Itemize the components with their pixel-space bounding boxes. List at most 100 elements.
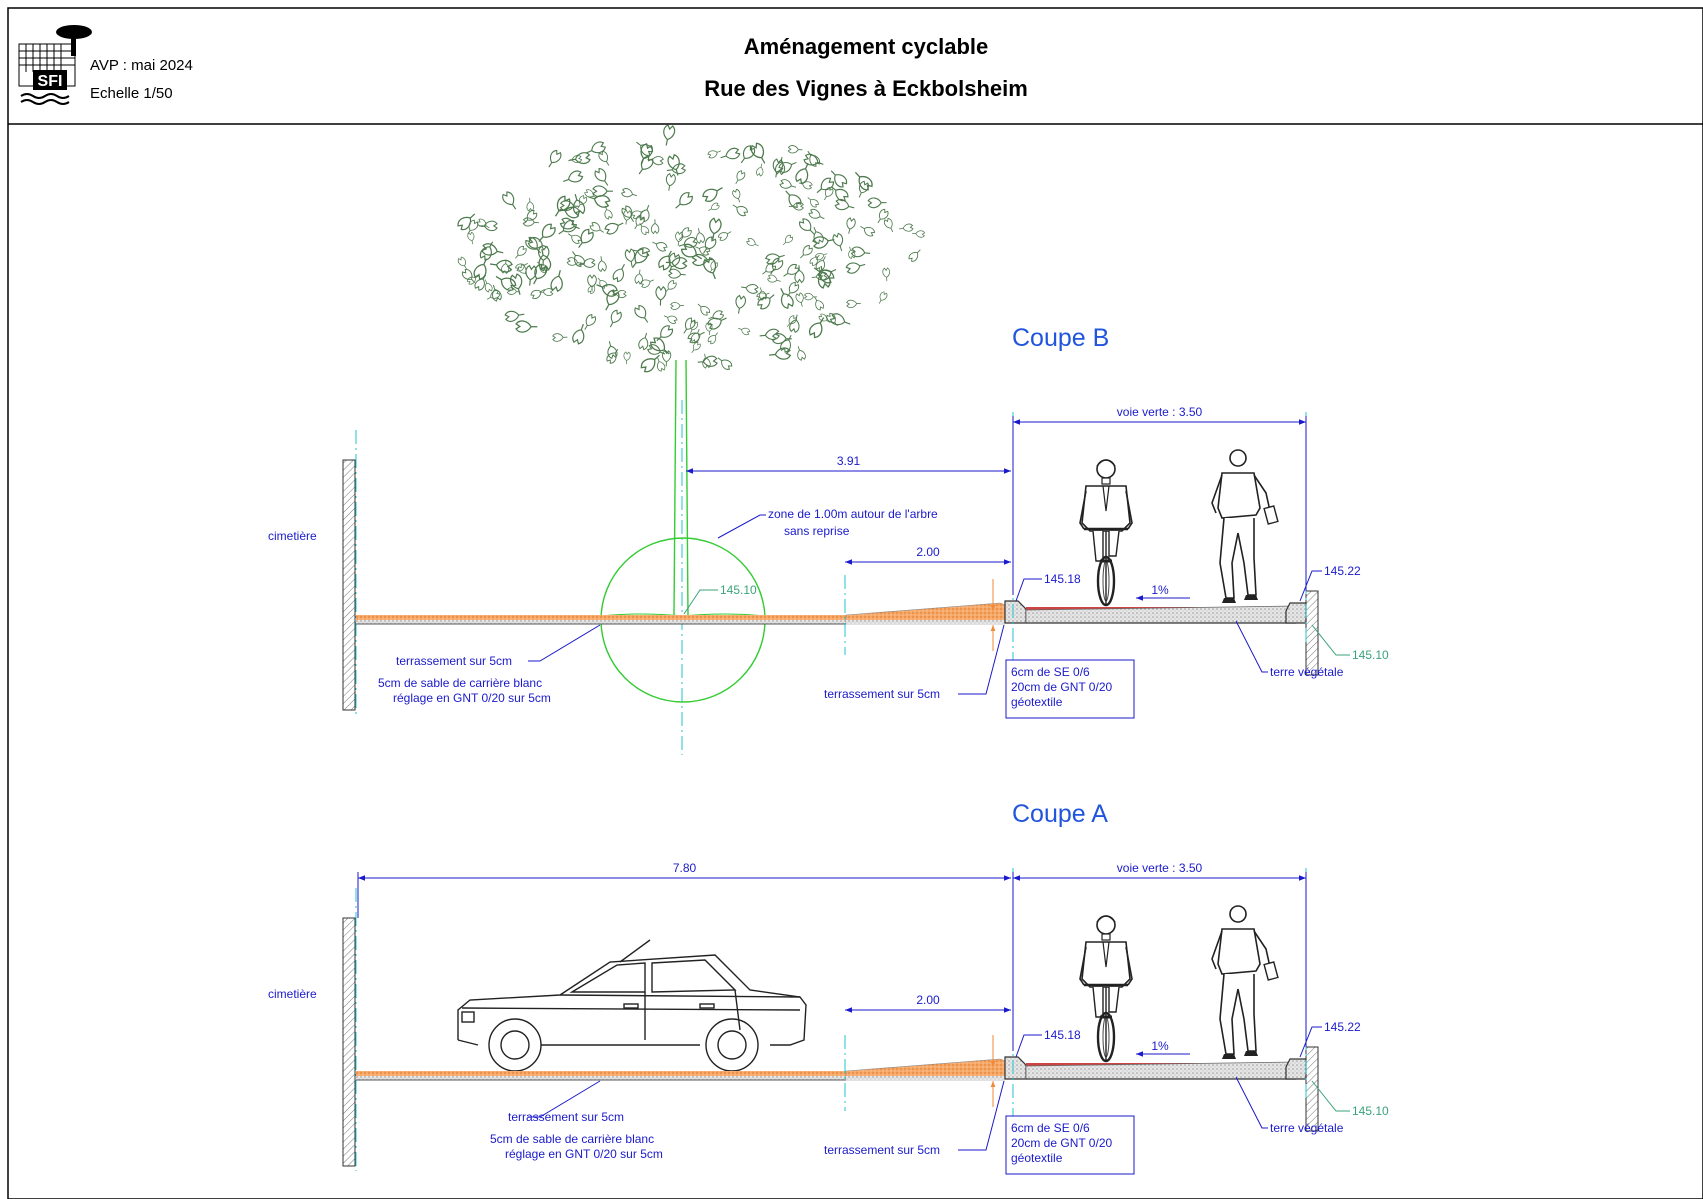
leaf: [486, 290, 501, 300]
level-right-leader: [1299, 1026, 1322, 1058]
leaf: [670, 302, 685, 310]
leaf: [759, 328, 780, 340]
leaf: [746, 238, 759, 247]
dim-ramp-label: 2.00: [916, 545, 940, 559]
leaf: [640, 143, 653, 165]
leaf: [808, 317, 825, 339]
leaf: [559, 217, 580, 230]
terrassement-left-leader: [528, 624, 601, 662]
leaf: [639, 222, 650, 236]
leaf: [624, 248, 636, 267]
leaf: [732, 188, 741, 203]
leaf: [527, 236, 549, 249]
structure-box: [1005, 1115, 1135, 1175]
leaf: [572, 193, 586, 216]
leaf: [757, 294, 775, 310]
leaf: [647, 344, 666, 355]
leaf: [650, 337, 670, 355]
dim-tree-offset-label: 3.91: [837, 454, 861, 468]
leaf: [525, 236, 542, 254]
structure-line-3: géotextile: [1011, 1151, 1063, 1165]
coupe-b-section: Coupe B zone de 1.00m autour de l'arbres…: [457, 124, 1109, 755]
leaf: [813, 267, 835, 284]
leaf: [467, 231, 475, 245]
right-retaining-wall: [1305, 1046, 1319, 1132]
leaf: [765, 253, 785, 265]
tree-trunk: [673, 359, 689, 616]
leaf: [800, 245, 813, 259]
leaf: [680, 243, 703, 260]
leaf: [578, 258, 596, 268]
gnt-layer: [356, 1076, 846, 1080]
ramp-gnt: [846, 1076, 1006, 1080]
leaf: [785, 190, 802, 208]
leaf: [829, 313, 851, 326]
leaf: [539, 288, 554, 296]
leaf: [750, 142, 766, 164]
leaf: [612, 263, 625, 283]
leaf: [815, 256, 826, 272]
sand-line-1: 5cm de sable de carrière blanc: [490, 1132, 654, 1146]
sand-layer: [356, 1071, 846, 1076]
leaf: [526, 197, 535, 212]
slope-label: 1%: [1151, 1039, 1169, 1053]
leaf: [707, 317, 727, 330]
leaf: [566, 257, 582, 266]
leaf: [584, 189, 597, 199]
left-curb: [1004, 600, 1027, 624]
leaf: [817, 269, 837, 281]
leaf: [756, 292, 770, 301]
level-left-leader: [1015, 1034, 1042, 1058]
leaf: [634, 304, 649, 323]
leaf: [665, 280, 677, 293]
terrassement-mid: terrassement sur 5cm: [824, 1143, 940, 1157]
structure-line-1: 6cm de SE 0/6: [1011, 665, 1090, 679]
level-right-edge: 145.22: [1324, 1020, 1361, 1034]
leaf: [908, 249, 921, 262]
leaf: [738, 327, 751, 336]
leaf: [824, 186, 834, 201]
leaf: [740, 145, 756, 164]
leaf: [780, 287, 794, 309]
cyclist-figure: [1078, 914, 1134, 1063]
leaf: [657, 357, 666, 372]
leaf: [562, 170, 584, 183]
tree-zone-leader: [717, 514, 766, 539]
leaf: [495, 275, 517, 291]
leaf: [665, 257, 688, 270]
terre-vegetale: terre végétale: [1270, 1121, 1344, 1135]
sfi-logo: SFI: [18, 25, 92, 105]
leaf: [883, 217, 894, 233]
leaf: [652, 241, 668, 252]
terrassement-mid-leader: [958, 624, 1005, 695]
leaf: [678, 227, 692, 241]
leaf: [782, 234, 794, 246]
leaf: [779, 179, 797, 189]
leaf: [816, 177, 835, 194]
leaf: [623, 351, 631, 365]
leaf: [538, 248, 552, 272]
leaf: [501, 259, 510, 275]
leaf: [609, 309, 622, 328]
level-left-edge: 145.18: [1044, 1028, 1081, 1042]
terre-vegetale: terre végétale: [1270, 665, 1344, 679]
leaf: [808, 208, 825, 220]
terre-vegetale-leader: [1235, 1076, 1268, 1129]
leaf: [814, 296, 824, 311]
leaf: [476, 218, 490, 229]
structure-box: [1005, 659, 1135, 719]
leaf: [658, 250, 672, 271]
leaf: [587, 282, 597, 295]
leaf: [586, 141, 606, 154]
leaf: [568, 155, 583, 163]
pedestrian-figure: [1211, 905, 1279, 1060]
leaf: [846, 299, 861, 309]
leaf: [489, 259, 513, 273]
leaf: [502, 191, 517, 210]
leaf: [589, 222, 604, 233]
ramp-gnt: [846, 620, 1006, 624]
leaf: [702, 236, 717, 254]
leaf: [687, 331, 705, 344]
leaf: [771, 333, 792, 345]
